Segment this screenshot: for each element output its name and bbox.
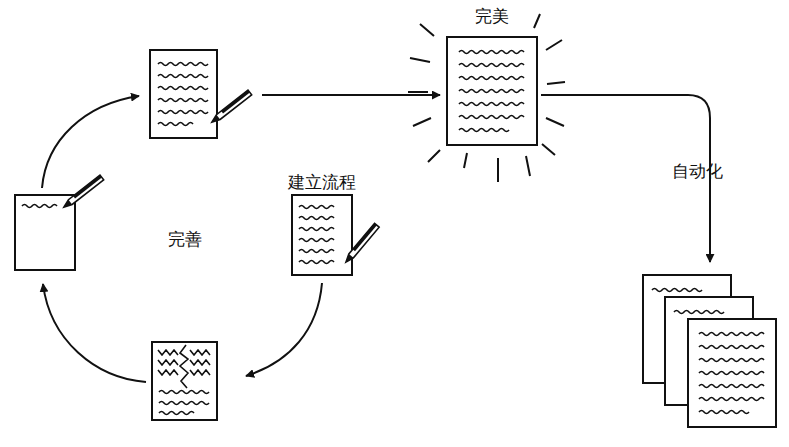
pen: [210, 90, 252, 124]
step-label: 完善: [168, 229, 202, 249]
flow-arrow: [262, 94, 440, 96]
document-node: 完美: [440, 6, 544, 147]
failed-document: [152, 342, 217, 420]
pen: [344, 223, 379, 264]
cycle-arrow: [42, 96, 139, 188]
text-line: [299, 250, 334, 253]
text-line: [159, 391, 209, 394]
text-line: [459, 90, 524, 93]
step-label: 自动化: [672, 161, 723, 181]
perfect-document: [408, 14, 565, 182]
text-line: [158, 87, 208, 90]
text-line: [299, 206, 334, 209]
process-document: [292, 195, 379, 275]
text-line: [459, 129, 509, 132]
text-line: [459, 116, 524, 119]
text-line: [699, 346, 764, 349]
page: [152, 342, 217, 420]
cycle-arrow: [246, 283, 322, 376]
node-heading: 建立流程: [278, 172, 366, 192]
text-line: [158, 75, 208, 78]
text-line: [459, 51, 524, 54]
pen: [62, 175, 104, 209]
node-heading: 完美: [440, 6, 544, 26]
text-line: [299, 239, 334, 242]
text-line: [459, 77, 524, 80]
text-line: [699, 411, 749, 414]
document-stack: [643, 275, 776, 427]
document-node: 建立流程: [278, 172, 366, 277]
page: [150, 50, 217, 138]
text-line: [299, 217, 334, 220]
page: [688, 319, 776, 427]
text-line: [459, 64, 524, 67]
text-line: [299, 228, 334, 231]
text-line: [158, 123, 193, 126]
text-line: [158, 99, 208, 102]
text-line: [158, 63, 208, 66]
scribble: [158, 345, 210, 388]
text-line: [299, 261, 334, 264]
text-line: [22, 205, 57, 208]
text-line: [699, 359, 764, 362]
text-line: [158, 111, 208, 114]
text-line: [699, 333, 764, 336]
page: [292, 195, 352, 275]
text-line: [652, 289, 702, 292]
text-line: [699, 372, 764, 375]
text-line: [699, 398, 764, 401]
draft-document: [150, 50, 252, 138]
text-line: [674, 311, 724, 314]
text-line: [159, 412, 194, 415]
shine-rays: [408, 14, 565, 182]
cycle-arrow: [43, 284, 146, 382]
blank-document: [15, 175, 104, 270]
text-line: [459, 103, 524, 106]
page: [447, 37, 537, 145]
text-line: [699, 385, 764, 388]
text-line: [159, 402, 209, 405]
